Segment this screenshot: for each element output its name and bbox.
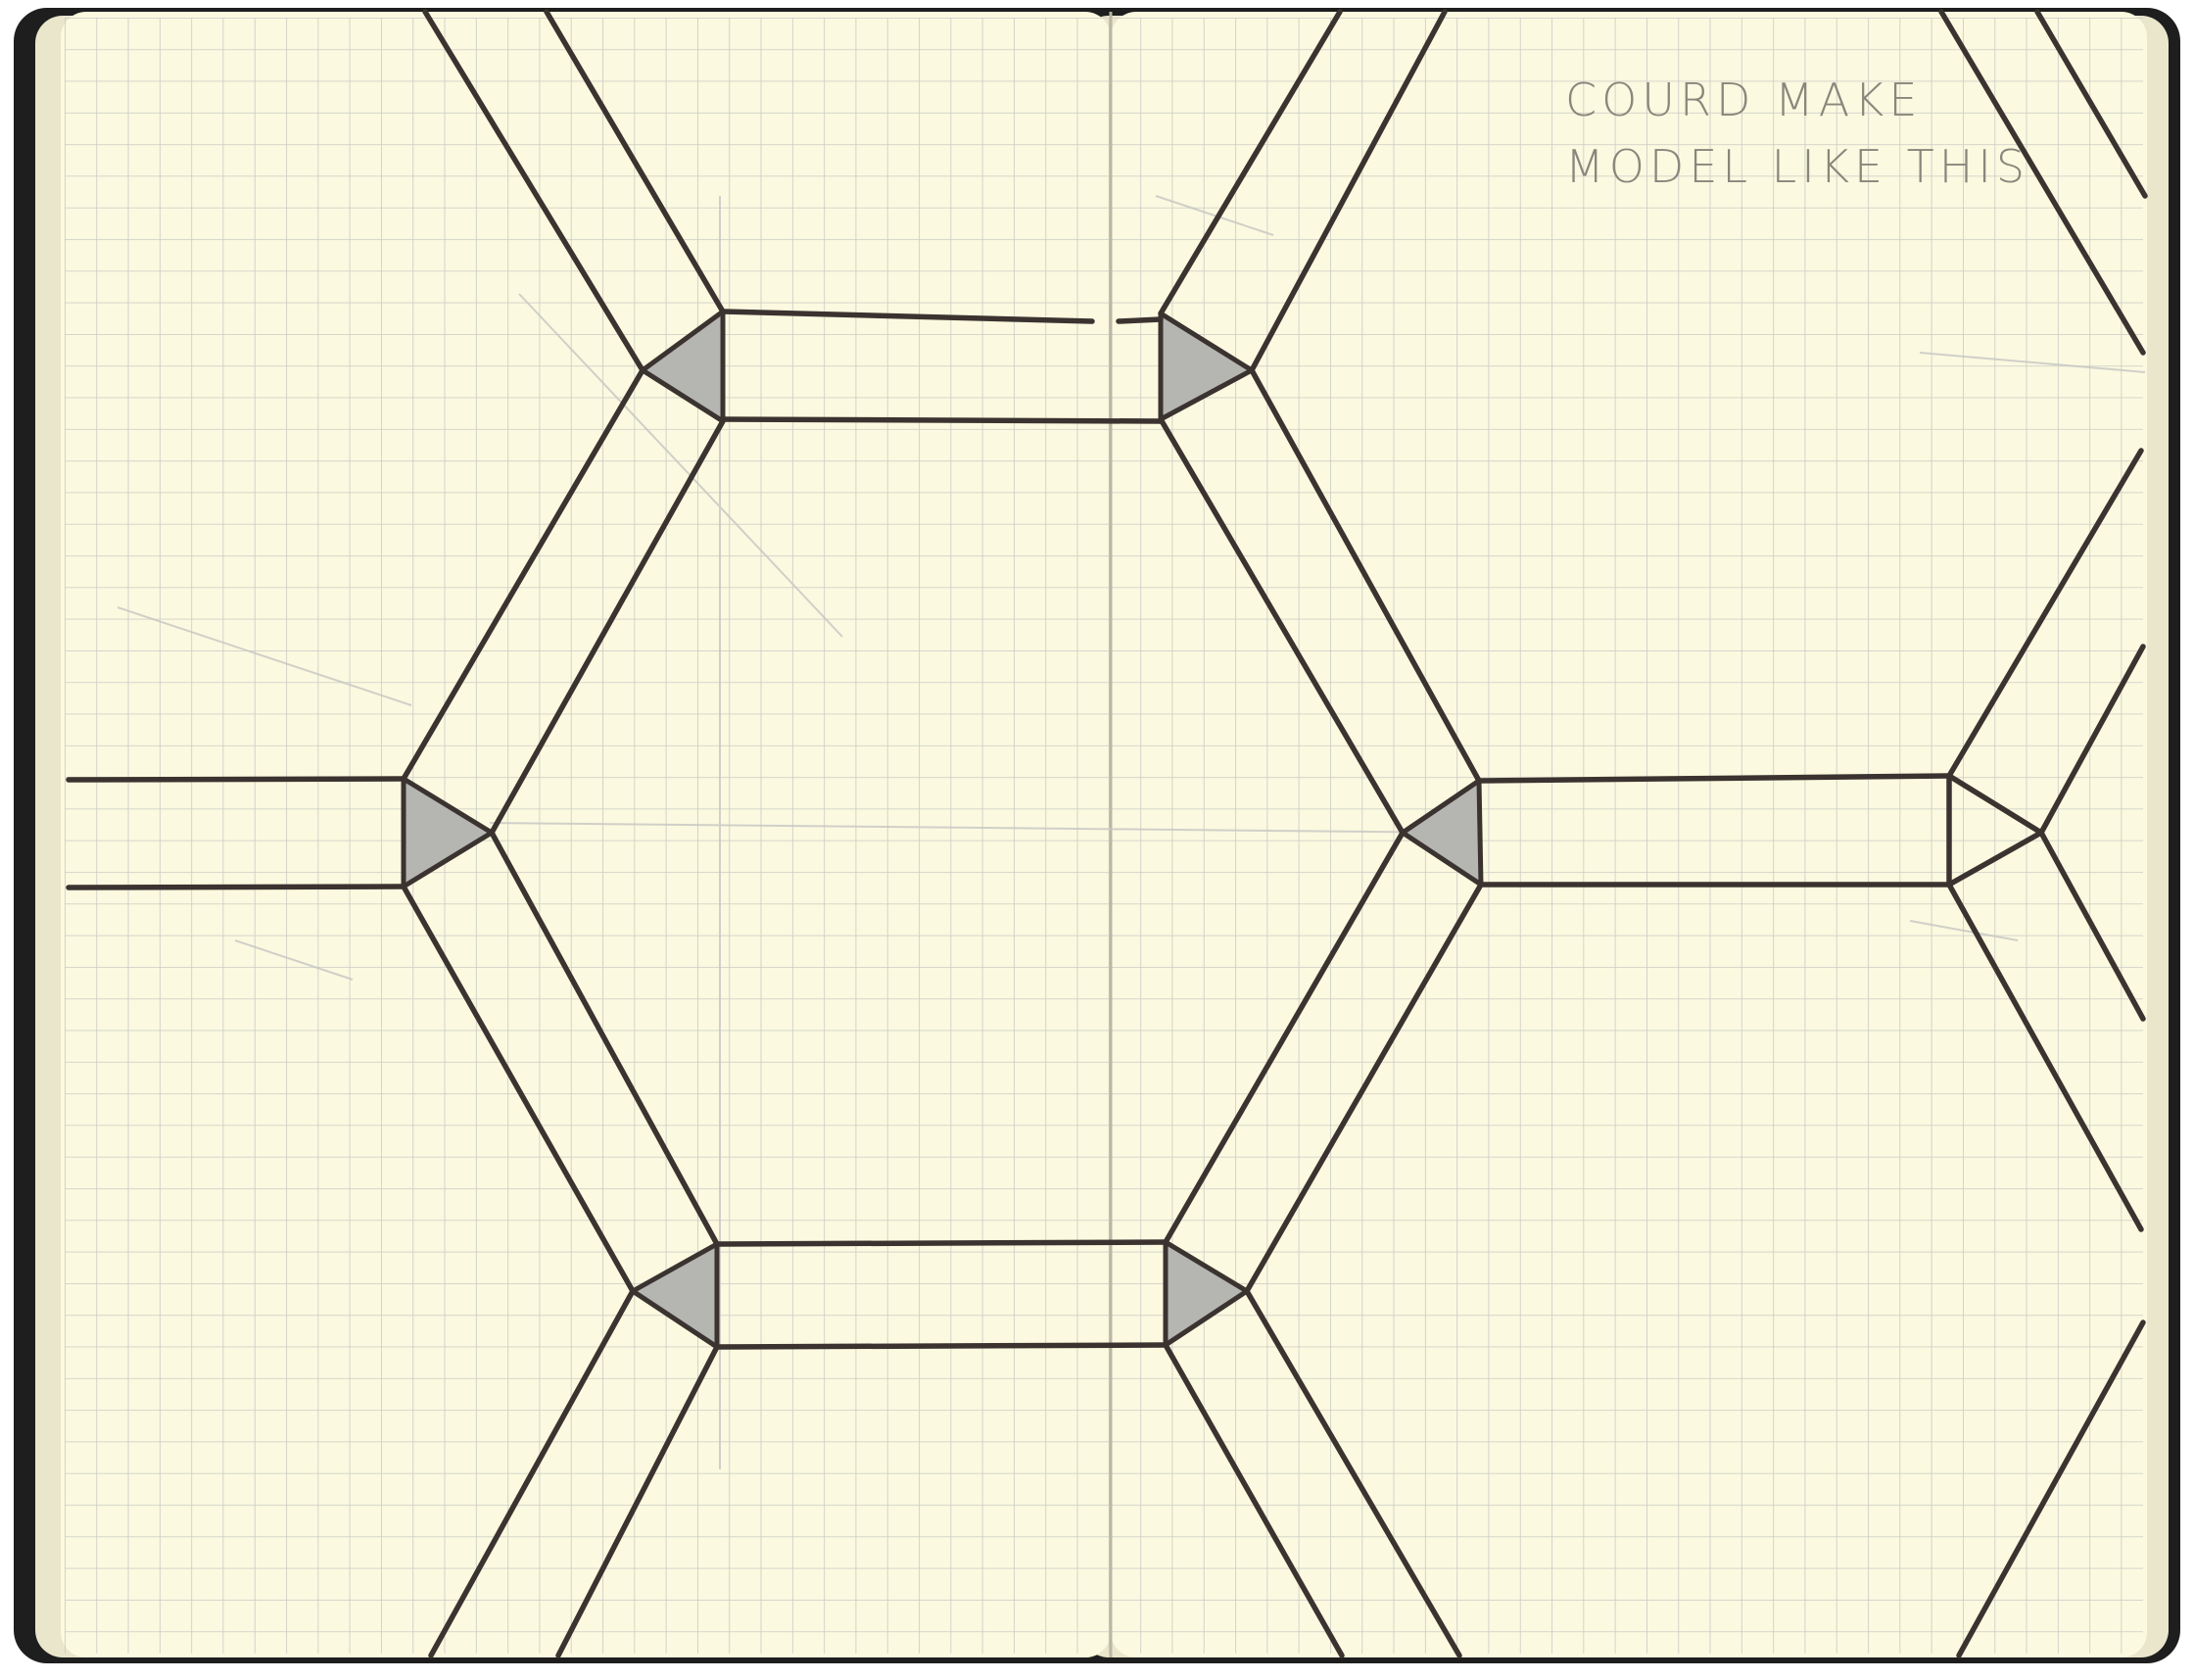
note-line-1: COURD MAKE — [1565, 73, 1922, 126]
note-line-2: MODEL LIKE THIS — [1565, 140, 2029, 193]
node-triangles — [401, 309, 2044, 1350]
node-top-left — [640, 309, 726, 424]
pencil-note: COURD MAKE MODEL LIKE THIS — [1565, 73, 2029, 193]
node-bottom-right — [1163, 1239, 1250, 1348]
node-top-right — [1158, 311, 1255, 422]
grid-right — [1111, 18, 2143, 1654]
pencil-construction-lines — [117, 195, 2146, 1469]
ink-hexagon-struts — [66, 9, 2148, 1658]
node-middle-left — [401, 776, 495, 889]
grid-left — [65, 18, 1111, 1654]
node-middle-right — [1400, 778, 1484, 888]
node-bottom-left — [630, 1241, 720, 1350]
